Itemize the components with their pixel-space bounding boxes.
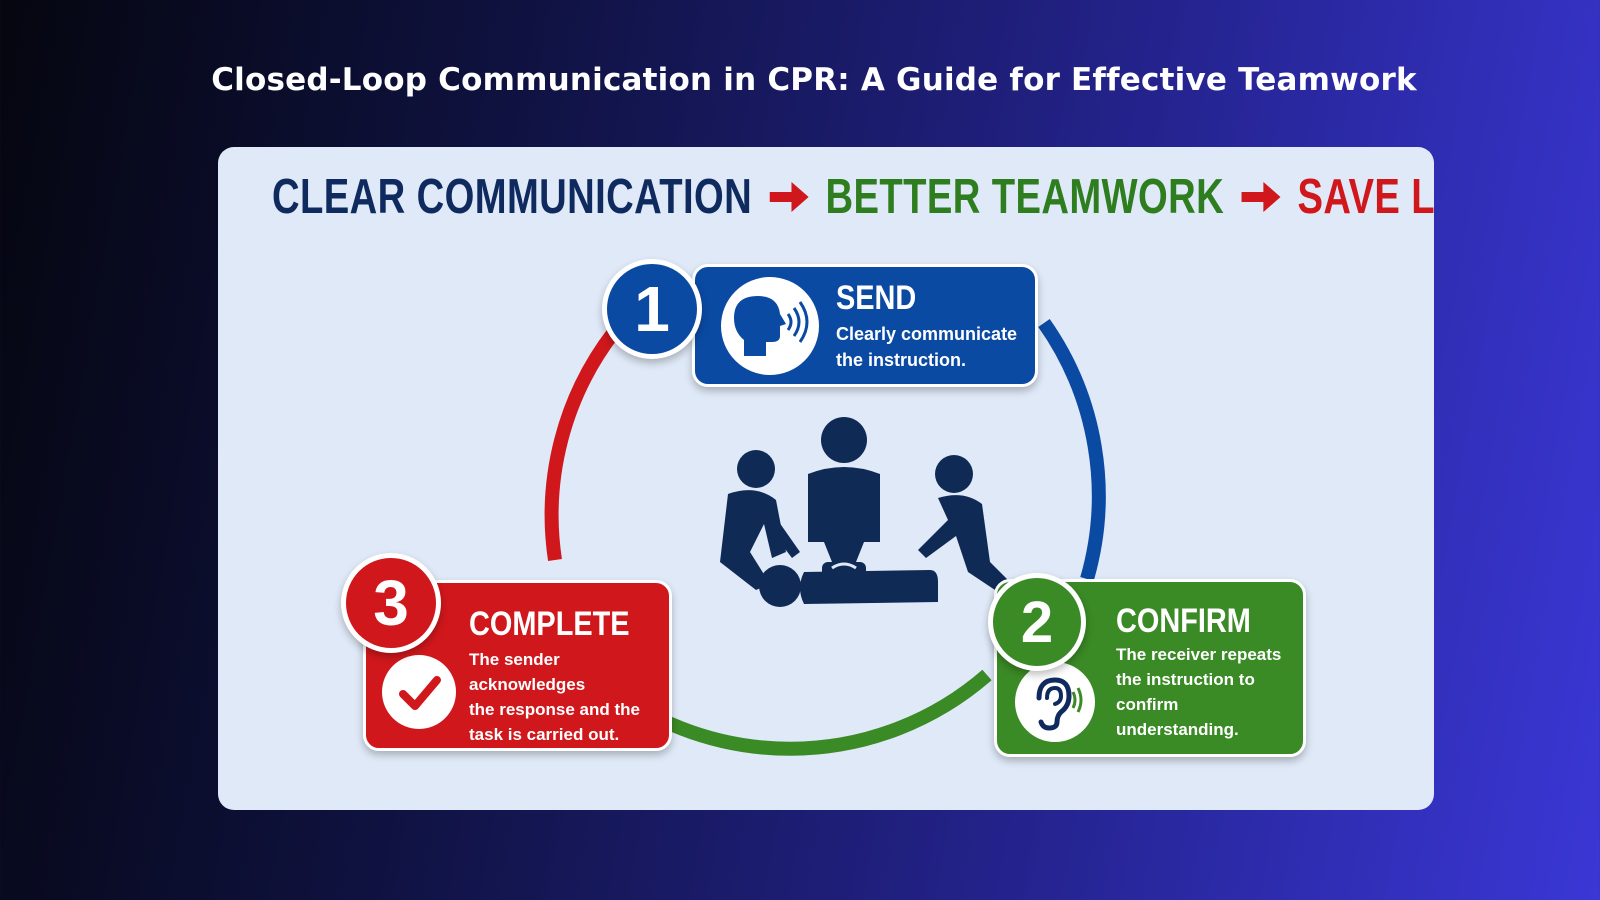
headline-clear-communication: CLEAR COMMUNICATION [272,170,753,224]
speaking-head-icon [721,277,819,375]
step-confirm-text: The receiver repeats the instruction to … [1116,645,1282,739]
ear-icon [1015,662,1095,742]
step-2-badge: 2 [988,573,1086,671]
ring-red-arc [544,327,620,562]
step-confirm-title: CONFIRM [1116,602,1251,640]
step-1-badge: 1 [602,259,702,359]
checkmark-icon [382,655,456,729]
right-arrow-icon [769,180,809,214]
step-send-text: Clearly communicate the instruction. [836,324,1018,370]
step-send-title: SEND [836,279,917,317]
headline-better-teamwork: BETTER TEAMWORK [825,170,1225,224]
infographic-card: CLEAR COMMUNICATION BETTER TEAMWORK SAVE… [218,147,1434,810]
headline-save-lives: SAVE LIVES [1297,170,1434,224]
page-title: Closed-Loop Communication in CPR: A Guid… [211,62,1417,98]
step-complete-title: COMPLETE [469,605,630,643]
step-complete-text: The sender acknowledges the response and… [469,650,640,744]
headline: CLEAR COMMUNICATION BETTER TEAMWORK SAVE… [272,165,1434,229]
ring-blue-arc [1038,318,1106,581]
step-3-badge: 3 [341,553,441,653]
cpr-team-icon [720,417,1012,607]
step-send-box: SEND Clearly communicate the instruction… [692,264,1038,387]
right-arrow-icon [1241,180,1281,214]
